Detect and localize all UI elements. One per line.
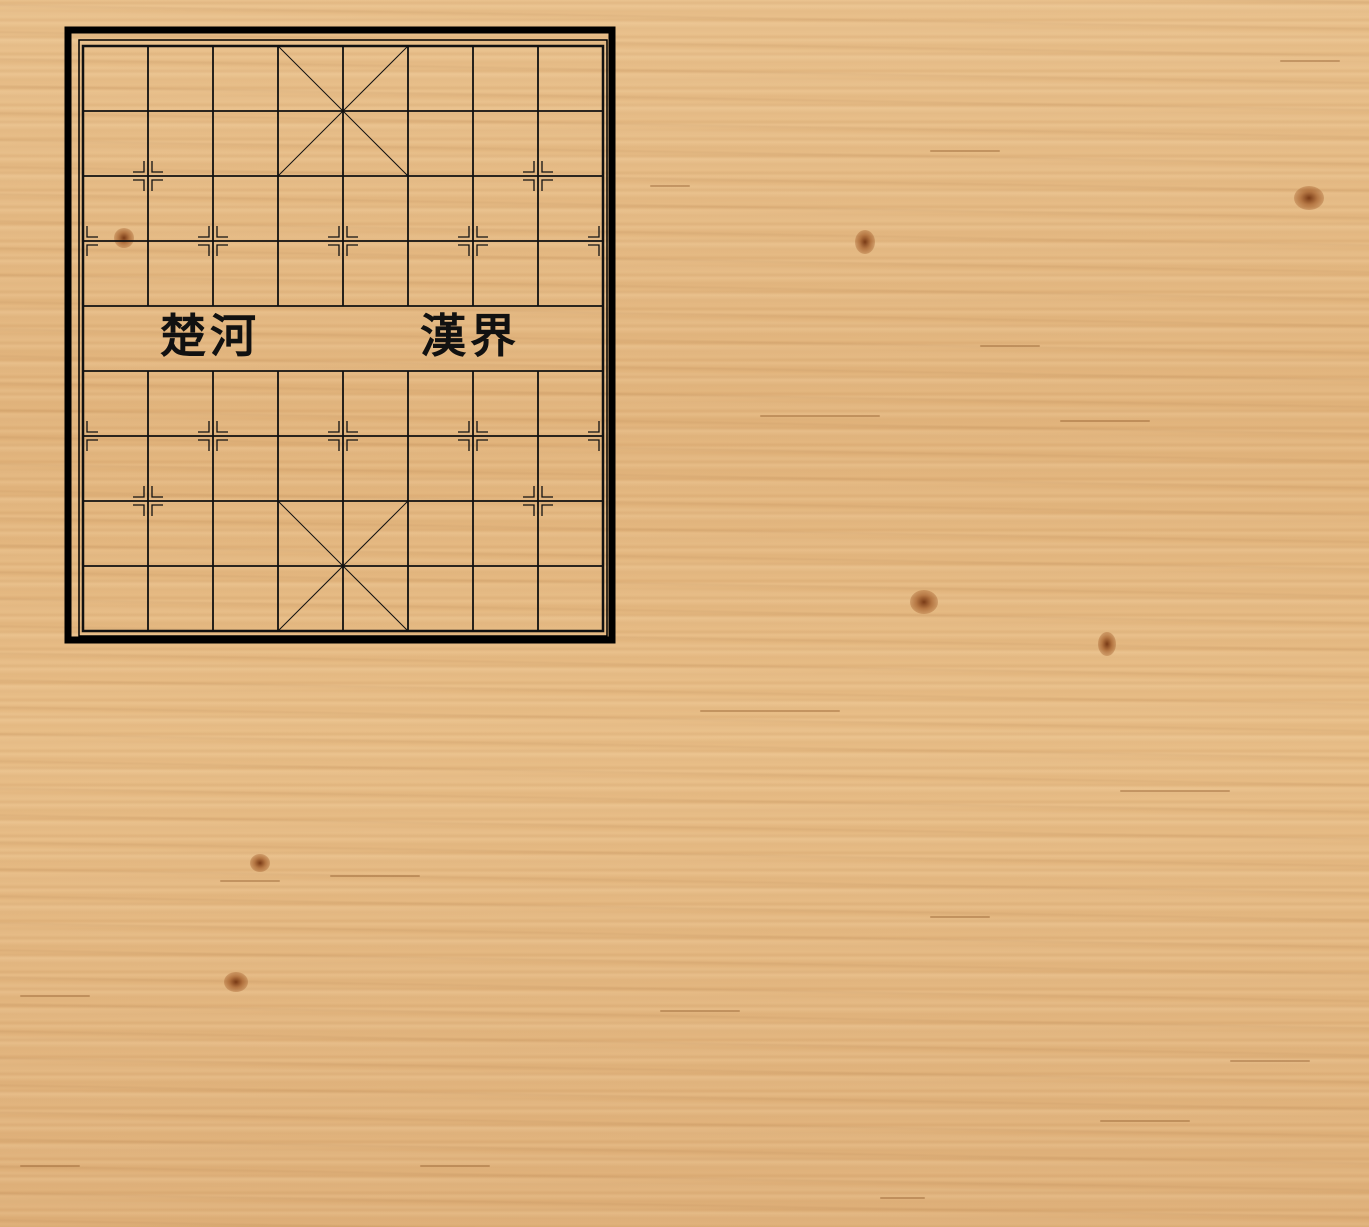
- marker-corner: [133, 504, 145, 516]
- marker-corner: [133, 179, 145, 191]
- marker-corner: [588, 421, 600, 433]
- marker-corner: [328, 439, 340, 451]
- marker-corner: [476, 226, 488, 238]
- marker-corner: [86, 244, 98, 256]
- palace-diagonals: [277, 45, 409, 632]
- marker-corner: [588, 439, 600, 451]
- palace-top-diagonal: [277, 45, 409, 177]
- marker-corner: [346, 244, 358, 256]
- marker-corner: [523, 486, 535, 498]
- outer-border: [64, 26, 616, 644]
- marker-corner: [198, 244, 210, 256]
- river-label-han-jie: 漢界: [420, 309, 520, 363]
- marker-corner: [588, 244, 600, 256]
- marker-corner: [328, 244, 340, 256]
- position-markers: [86, 161, 600, 516]
- marker-corner: [541, 161, 553, 173]
- marker-corner: [541, 179, 553, 191]
- marker-corner: [198, 226, 210, 238]
- marker-corner: [133, 161, 145, 173]
- marker-corner: [216, 244, 228, 256]
- marker-corner: [541, 504, 553, 516]
- marker-corner: [346, 439, 358, 451]
- marker-corner: [476, 439, 488, 451]
- marker-corner: [151, 504, 163, 516]
- marker-corner: [133, 486, 145, 498]
- marker-corner: [523, 161, 535, 173]
- marker-corner: [151, 161, 163, 173]
- marker-corner: [151, 179, 163, 191]
- marker-corner: [346, 226, 358, 238]
- marker-corner: [476, 421, 488, 433]
- inner-border: [78, 39, 608, 637]
- marker-corner: [198, 421, 210, 433]
- marker-corner: [346, 421, 358, 433]
- marker-corner: [216, 439, 228, 451]
- marker-corner: [328, 226, 340, 238]
- marker-corner: [216, 226, 228, 238]
- marker-corner: [458, 421, 470, 433]
- marker-corner: [86, 226, 98, 238]
- marker-corner: [523, 179, 535, 191]
- marker-corner: [523, 504, 535, 516]
- river-label-chu-he: 楚河: [160, 309, 260, 363]
- marker-corner: [86, 439, 98, 451]
- marker-corner: [151, 486, 163, 498]
- marker-corner: [458, 244, 470, 256]
- marker-corner: [588, 226, 600, 238]
- marker-corner: [216, 421, 228, 433]
- marker-corner: [86, 421, 98, 433]
- board-frame: [64, 26, 616, 644]
- marker-corner: [458, 439, 470, 451]
- marker-corner: [541, 486, 553, 498]
- marker-corner: [476, 244, 488, 256]
- marker-corner: [458, 226, 470, 238]
- marker-corner: [198, 439, 210, 451]
- palace-bottom-diagonal: [277, 500, 409, 632]
- marker-corner: [328, 421, 340, 433]
